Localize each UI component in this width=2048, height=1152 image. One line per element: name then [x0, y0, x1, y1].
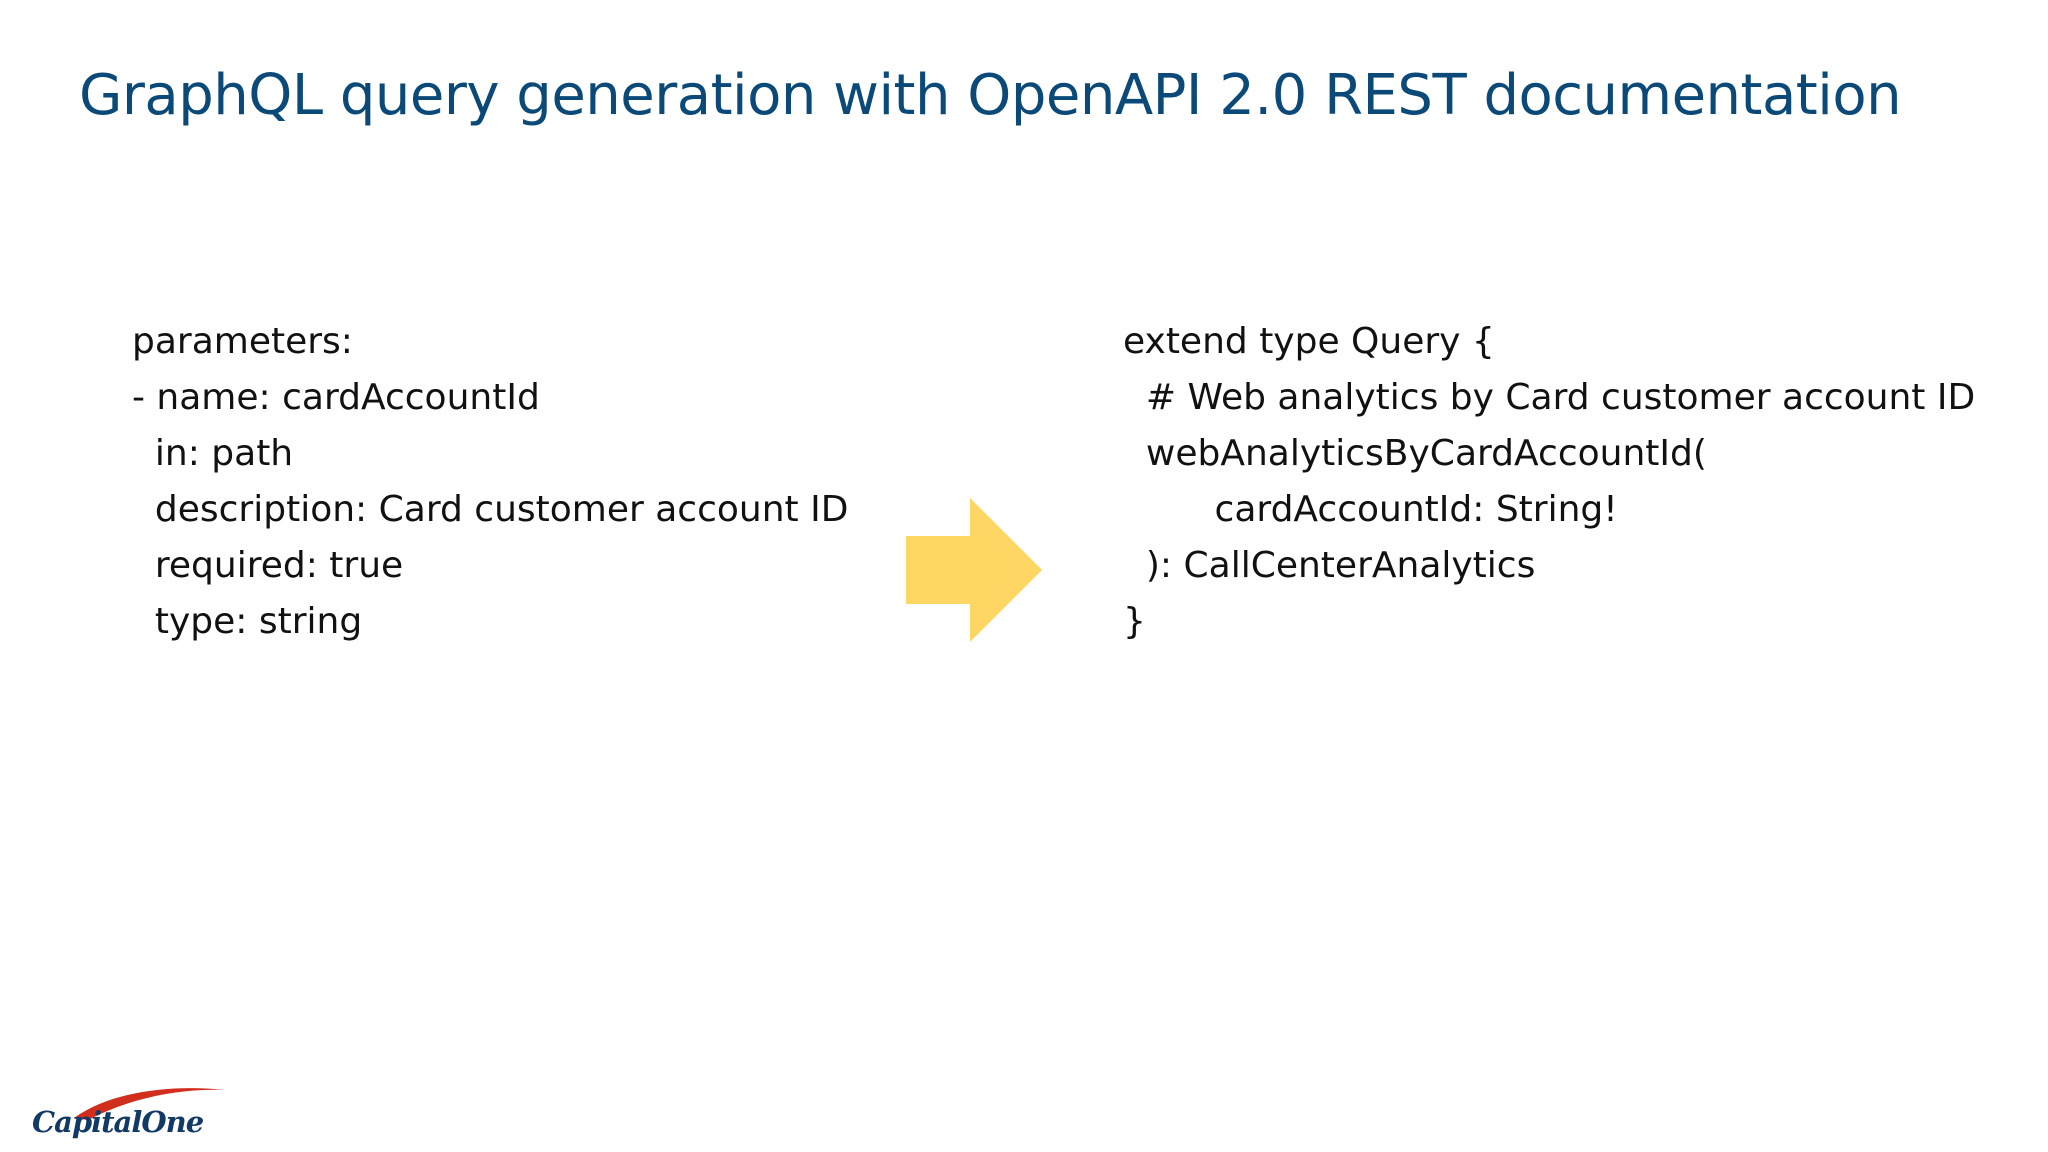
code-line: - name: cardAccountId	[132, 377, 540, 418]
logo-text: CapitalOne	[32, 1105, 204, 1139]
right-arrow-icon	[906, 498, 1042, 642]
code-line: # Web analytics by Card customer account…	[1123, 377, 1976, 418]
code-line: parameters:	[132, 321, 353, 362]
code-line: }	[1123, 601, 1146, 642]
logo-swoosh-icon	[74, 1088, 226, 1120]
arrow-shape	[906, 498, 1042, 642]
code-line: in: path	[132, 433, 294, 474]
slide-title: GraphQL query generation with OpenAPI 2.…	[79, 63, 1902, 128]
code-line: extend type Query {	[1123, 321, 1495, 362]
graphql-query-block: extend type Query { # Web analytics by C…	[1123, 314, 1975, 650]
openapi-parameters-block: parameters: - name: cardAccountId in: pa…	[132, 314, 848, 650]
code-line: required: true	[132, 545, 404, 586]
code-line: ): CallCenterAnalytics	[1123, 545, 1536, 586]
code-line: cardAccountId: String!	[1123, 489, 1618, 530]
code-line: description: Card customer account ID	[132, 489, 849, 530]
code-line: webAnalyticsByCardAccountId(	[1123, 433, 1707, 474]
code-line: type: string	[132, 601, 363, 642]
capital-one-logo: CapitalOne	[30, 1082, 226, 1144]
